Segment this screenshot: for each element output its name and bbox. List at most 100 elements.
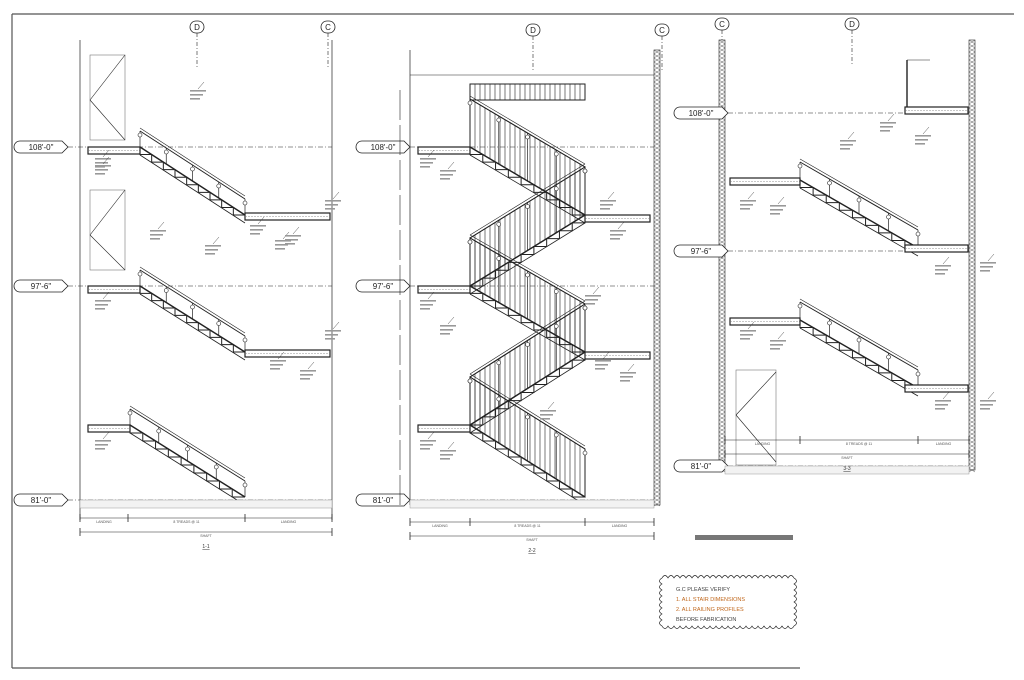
note-line-3: BEFORE FABRICATION xyxy=(676,617,736,623)
wall-hatch xyxy=(968,171,976,177)
callout-10 xyxy=(840,131,856,150)
callout-text-block xyxy=(935,400,951,402)
callout-text-block xyxy=(440,458,450,460)
wall-hatch xyxy=(653,473,661,479)
wall-hatch xyxy=(653,353,661,359)
wall-hatch xyxy=(968,163,976,169)
stringer-bottom xyxy=(799,187,919,257)
wall-hatch xyxy=(653,305,661,311)
wall-hatch xyxy=(653,277,661,283)
note-line-0: G.C PLEASE VERIFY xyxy=(676,587,730,593)
level-marker xyxy=(673,106,729,120)
revision-cloud xyxy=(659,575,797,629)
callout-text-block xyxy=(150,238,160,240)
leader-line xyxy=(427,291,435,300)
wall-hatch xyxy=(718,335,726,341)
handrail-top xyxy=(469,95,586,165)
stringer-bottom xyxy=(139,293,246,361)
wall-hatch xyxy=(653,377,661,383)
callout-text-block xyxy=(190,90,206,92)
rail-bracket xyxy=(216,321,222,326)
rail-bracket xyxy=(553,323,559,329)
stair-flight-3 xyxy=(127,405,248,506)
leader-line xyxy=(777,331,785,340)
wall-hatch xyxy=(653,249,661,255)
wall-hatch xyxy=(718,231,726,237)
wall-hatch xyxy=(718,199,726,205)
wall-hatch xyxy=(653,113,661,119)
treads xyxy=(470,352,586,426)
rail-bracket xyxy=(582,450,588,456)
grid-label: C xyxy=(719,20,725,29)
wall-hatch xyxy=(653,65,661,71)
callout-text-block xyxy=(770,348,780,350)
leader-line xyxy=(607,191,615,200)
callout-text-block xyxy=(440,170,456,172)
wall-hatch xyxy=(718,39,726,45)
leader-line xyxy=(332,321,340,330)
leader-line xyxy=(447,441,455,450)
wall-hatch xyxy=(653,129,661,135)
door-opening xyxy=(89,189,126,271)
wall-hatch xyxy=(718,407,726,413)
wall-hatch xyxy=(718,135,726,141)
rail-bracket xyxy=(163,149,169,155)
door-swing xyxy=(735,414,777,463)
wall-hatch xyxy=(653,429,661,435)
leader-line xyxy=(747,191,755,200)
wall-hatch xyxy=(968,355,976,361)
wall-hatch xyxy=(718,47,726,53)
stair-flight-2 xyxy=(137,266,248,361)
wall-hatch xyxy=(653,61,661,67)
wall-hatch xyxy=(653,433,661,439)
wall-hatch xyxy=(718,139,726,145)
callout-text-block xyxy=(740,334,753,336)
callout-text-block xyxy=(595,360,611,362)
leader-line xyxy=(427,431,435,440)
leader-line xyxy=(307,361,315,370)
grid-label: D xyxy=(849,20,855,29)
wall-hatch xyxy=(718,203,726,209)
wall-hatch xyxy=(718,59,726,65)
callout-text-block xyxy=(540,418,550,420)
callout-text-block xyxy=(935,404,948,406)
wall-hatch xyxy=(653,137,661,143)
wall-hatch xyxy=(718,415,726,421)
wall-hatch xyxy=(653,177,661,183)
wall-hatch xyxy=(968,439,976,445)
stringer-bottom xyxy=(799,327,919,397)
rail-bracket xyxy=(525,272,530,278)
handrail-top xyxy=(139,127,246,197)
level-marker xyxy=(13,493,69,507)
wall-hatch xyxy=(968,259,976,265)
callout-text-block xyxy=(980,404,993,406)
callout-text-block xyxy=(420,444,433,446)
rail-bracket xyxy=(496,396,502,402)
callout-text-block xyxy=(880,122,896,124)
slab-on-grade xyxy=(724,465,970,475)
leader-line xyxy=(942,391,950,400)
wall-hatch xyxy=(718,367,726,373)
rail-bracket xyxy=(797,303,803,309)
callout-5 xyxy=(740,321,756,340)
wall-hatch xyxy=(653,269,661,275)
leader-line xyxy=(447,316,455,325)
stringer-bottom xyxy=(469,154,586,224)
callout-text-block xyxy=(440,178,450,180)
wall-hatch xyxy=(968,83,976,89)
wall-hatch xyxy=(968,391,976,397)
wall-hatch xyxy=(718,143,726,149)
landing-mid xyxy=(244,212,331,221)
wall-hatch xyxy=(653,181,661,187)
wall-hatch xyxy=(653,441,661,447)
stair-flight-5 xyxy=(467,373,588,506)
wall-hatch xyxy=(653,197,661,203)
callout-4 xyxy=(935,256,951,275)
wall-hatch xyxy=(718,79,726,85)
wall-hatch xyxy=(968,367,976,373)
callout-text-block xyxy=(440,329,453,331)
callout-text-block xyxy=(935,273,945,275)
